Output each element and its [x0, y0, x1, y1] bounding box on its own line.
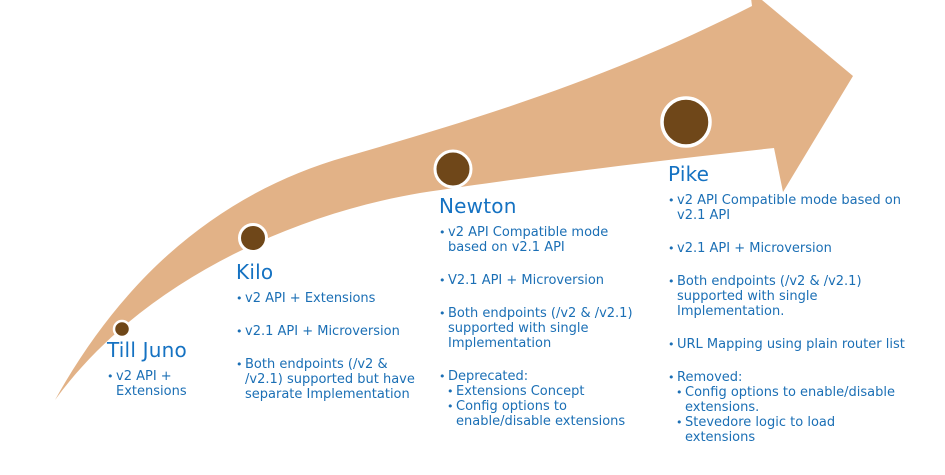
bullet-text: Config options to enable/disable extensi… — [456, 399, 626, 429]
bullet-item: •Deprecated: — [439, 369, 639, 384]
bullet-item: •Both endpoints (/v2 & /v2.1) supported … — [668, 274, 908, 319]
bullet-item: •v2 API Compatible mode based on v2.1 AP… — [668, 193, 908, 223]
bullet-group: •Both endpoints (/v2 & /v2.1) supported … — [439, 306, 639, 351]
bullet-text: V2.1 API + Microversion — [448, 273, 605, 288]
bullet-marker: • — [236, 292, 243, 305]
bullet-marker: • — [439, 226, 446, 239]
bullet-group: •URL Mapping using plain router list — [668, 337, 908, 352]
bullet-marker: • — [107, 370, 114, 383]
bullet-item: •v2 API + Extensions — [236, 291, 421, 306]
sub-bullet-item: •Extensions Concept — [447, 384, 639, 399]
bullet-item: •v2.1 API + Microversion — [236, 324, 421, 339]
bullet-text: Both endpoints (/v2 & /v2.1) supported w… — [677, 274, 862, 319]
bullet-group: •V2.1 API + Microversion — [439, 273, 639, 288]
bullet-marker: • — [447, 400, 454, 413]
bullet-item: •Both endpoints (/v2 & /v2.1) supported … — [236, 357, 421, 402]
bullet-group: •v2 API + Extensions — [236, 291, 421, 306]
bullet-marker: • — [236, 325, 243, 338]
milestone-bullets: •v2 API Compatible mode based on v2.1 AP… — [439, 225, 639, 429]
bullet-item: •v2 API Compatible mode based on v2.1 AP… — [439, 225, 639, 255]
bullet-item: •Removed: — [668, 370, 908, 385]
bullet-group: •v2 API + Extensions — [107, 369, 193, 399]
bullet-group: •v2.1 API + Microversion — [668, 241, 908, 256]
bullet-text: v2.1 API + Microversion — [245, 324, 400, 339]
bullet-group: •v2 API Compatible mode based on v2.1 AP… — [668, 193, 908, 223]
milestone-dot-kilo — [238, 223, 268, 253]
bullet-item: •v2.1 API + Microversion — [668, 241, 908, 256]
bullet-group: •Both endpoints (/v2 & /v2.1) supported … — [236, 357, 421, 402]
arrow-swoosh-shape — [55, 0, 853, 400]
bullet-marker: • — [676, 386, 683, 399]
milestone-title: Newton — [439, 194, 517, 218]
milestone-dot-newton — [433, 149, 473, 189]
bullet-marker: • — [668, 194, 675, 207]
bullet-marker: • — [439, 370, 446, 383]
bullet-marker: • — [668, 275, 675, 288]
bullet-item: •v2 API + Extensions — [107, 369, 193, 399]
bullet-text: v2 API Compatible mode based on v2.1 API — [448, 225, 609, 255]
bullet-marker: • — [439, 307, 446, 320]
milestone-title: Pike — [668, 162, 710, 186]
bullet-marker: • — [668, 242, 675, 255]
bullet-group: •v2.1 API + Microversion — [236, 324, 421, 339]
bullet-text: v2 API + Extensions — [245, 291, 376, 306]
bullet-text: Config options to enable/disable extensi… — [685, 385, 895, 415]
bullet-group: •Deprecated:•Extensions Concept•Config o… — [439, 369, 639, 429]
bullet-text: v2 API + Extensions — [116, 369, 187, 399]
bullet-marker: • — [668, 338, 675, 351]
milestone-till-juno: Till Juno •v2 API + Extensions — [107, 337, 193, 399]
bullet-marker: • — [668, 371, 675, 384]
bullet-group: •Removed:•Config options to enable/disab… — [668, 370, 908, 445]
bullet-text: Deprecated: — [448, 369, 529, 384]
bullet-marker: • — [676, 416, 683, 429]
bullet-marker: • — [447, 385, 454, 398]
bullet-marker: • — [439, 274, 446, 287]
milestone-title: Kilo — [236, 260, 274, 284]
bullet-group: •v2 API Compatible mode based on v2.1 AP… — [439, 225, 639, 255]
sub-bullet-item: •Stevedore logic to load extensions — [676, 415, 908, 445]
milestone-title: Till Juno — [107, 338, 187, 362]
bullet-text: URL Mapping using plain router list — [677, 337, 905, 352]
bullet-item: •Both endpoints (/v2 & /v2.1) supported … — [439, 306, 639, 351]
bullet-item: •URL Mapping using plain router list — [668, 337, 908, 352]
milestone-dot-till-juno — [112, 319, 132, 339]
milestone-dot-pike — [660, 96, 712, 148]
milestone-bullets: •v2 API Compatible mode based on v2.1 AP… — [668, 193, 908, 445]
milestone-bullets: •v2 API + Extensions•v2.1 API + Microver… — [236, 291, 421, 402]
bullet-text: Both endpoints (/v2 & /v2.1) supported w… — [448, 306, 633, 351]
bullet-text: v2.1 API + Microversion — [677, 241, 832, 256]
sub-bullet-item: •Config options to enable/disable extens… — [447, 399, 639, 429]
milestone-bullets: •v2 API + Extensions — [107, 369, 193, 399]
bullet-group: •Both endpoints (/v2 & /v2.1) supported … — [668, 274, 908, 319]
sub-bullet-item: •Config options to enable/disable extens… — [676, 385, 908, 415]
bullet-item: •V2.1 API + Microversion — [439, 273, 639, 288]
milestone-kilo: Kilo •v2 API + Extensions•v2.1 API + Mic… — [236, 259, 421, 402]
bullet-text: Removed: — [677, 370, 743, 385]
milestone-newton: Newton •v2 API Compatible mode based on … — [439, 193, 639, 429]
bullet-text: Extensions Concept — [456, 384, 585, 399]
bullet-text: v2 API Compatible mode based on v2.1 API — [677, 193, 901, 223]
bullet-text: Both endpoints (/v2 & /v2.1) supported b… — [245, 357, 415, 402]
bullet-marker: • — [236, 358, 243, 371]
bullet-text: Stevedore logic to load extensions — [685, 415, 836, 445]
milestone-pike: Pike •v2 API Compatible mode based on v2… — [668, 161, 908, 445]
